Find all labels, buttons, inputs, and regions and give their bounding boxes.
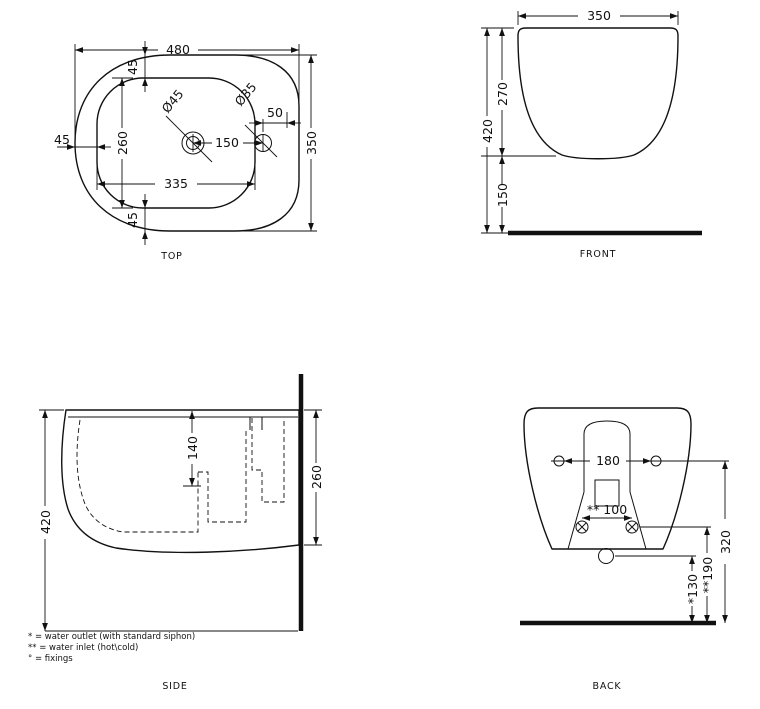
back-view-extension-lines (615, 460, 729, 557)
side-view-extension-lines (39, 409, 322, 632)
front-view-extension-lines (481, 11, 679, 234)
side-view-dimension-labels: 140 260 420 (38, 436, 324, 534)
ext-line (39, 409, 322, 632)
dim-front-width: 350 (587, 8, 611, 23)
ext-line (481, 11, 679, 234)
top-view-label: TOP (160, 251, 182, 262)
front-view-label: FRONT (580, 249, 616, 260)
dim-overall-width: 480 (166, 42, 190, 57)
tap-leader-line (244, 124, 278, 158)
back-mount-hood (583, 420, 631, 492)
drain-leader-line (165, 115, 213, 163)
side-view: 140 260 420 * = water outlet (with stand… (28, 374, 324, 692)
bidet-side-outline (61, 409, 300, 554)
water-outlet (598, 548, 614, 564)
dim-inlet-height: **190 (700, 557, 715, 593)
dim-front-body-height: 270 (495, 82, 510, 106)
dim-basin-depth: 260 (115, 131, 130, 155)
dim-side-total-height: 420 (38, 510, 53, 534)
dim-side-basin-depth: 140 (185, 436, 200, 460)
dim-overall-depth: 350 (304, 131, 319, 155)
water-inlet-left (575, 520, 589, 534)
dim-fixing-span: 180 (596, 453, 620, 468)
water-inlet-right-cross (627, 522, 637, 532)
side-basin-hidden-line (76, 419, 199, 533)
footnote-water-inlet: ** = water inlet (hot\cold) (28, 643, 138, 653)
bidet-front-outline (517, 27, 679, 160)
dim-drain-to-tap: 150 (215, 135, 239, 150)
dim-rim-top: 45 (125, 59, 140, 75)
side-view-label: SIDE (162, 681, 187, 692)
side-inlet-marks (249, 417, 263, 430)
dim-fixing-height: 320 (718, 530, 733, 554)
footnote-water-outlet: * = water outlet (with standard siphon) (28, 632, 195, 642)
dim-front-total-height: 420 (480, 119, 495, 143)
side-siphon-hidden-line (198, 428, 247, 523)
connector-line (75, 55, 287, 231)
front-view-dimension-labels: 350 270 150 420 (480, 8, 611, 207)
dim-basin-width: 335 (164, 176, 188, 191)
back-view-dimension-lines (564, 458, 728, 623)
dim-outlet-height: *130 (685, 574, 700, 604)
front-view-dimension-lines (484, 13, 678, 233)
dim-side-mount-height: 260 (309, 465, 324, 489)
front-view: 350 270 150 420 FRONT (480, 8, 702, 260)
dim-drain-diameter: Ø45 (159, 86, 187, 115)
back-outlet-spigot (594, 479, 620, 507)
dim-inlet-span: ** 100 (587, 502, 627, 517)
top-view: 480 45 350 45 260 335 150 50 Ø45 Ø35 45 … (54, 41, 319, 262)
back-view: 180 ** 100 320 **190 *130 BACK (520, 407, 733, 692)
footnote-fixings: ° = fixings (28, 654, 73, 664)
dim-tap-diameter: Ø35 (232, 79, 260, 108)
dim-rim-left: 45 (54, 132, 70, 147)
dim-tap-to-edge: 50 (267, 105, 283, 120)
top-view-dimension-lines (57, 41, 314, 245)
water-inlet-left-cross (577, 522, 587, 532)
dim-rim-bottom: 45 (125, 212, 140, 228)
back-view-dimension-labels: 180 ** 100 320 **190 *130 (587, 453, 733, 604)
dim-front-floor-clearance: 150 (495, 183, 510, 207)
bidet-top-outer-outline (74, 54, 300, 232)
side-channel-hidden-line (251, 418, 285, 503)
back-channel-lines (567, 491, 647, 550)
side-view-dimension-lines (42, 410, 319, 631)
water-inlet-right (625, 520, 639, 534)
ext-line (615, 460, 729, 557)
back-view-label: BACK (593, 681, 622, 692)
footnotes: * = water outlet (with standard siphon) … (28, 632, 195, 664)
bidet-back-outline (523, 407, 692, 550)
